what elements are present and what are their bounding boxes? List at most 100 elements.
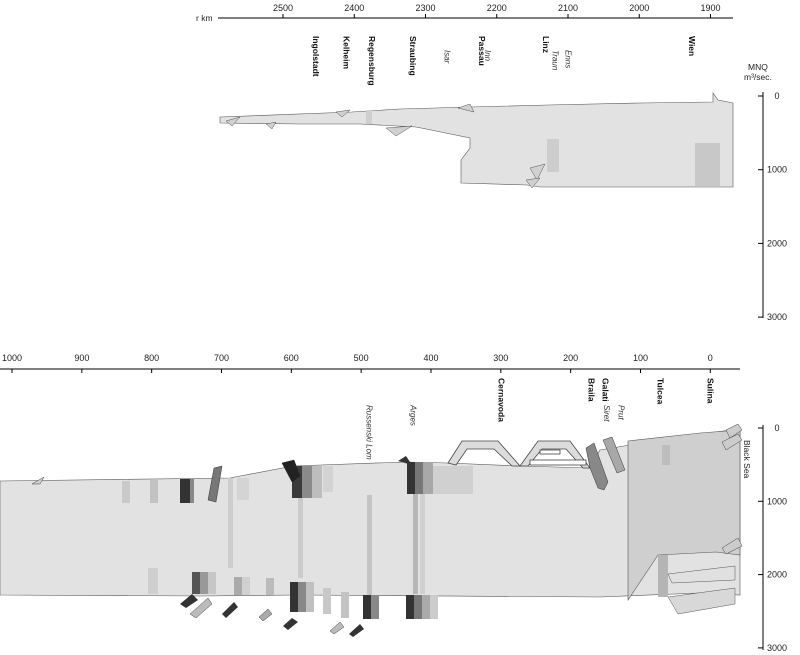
top-y-axis-title-line2: m³/sec. bbox=[744, 72, 772, 82]
bottom-x-tick-label: 0 bbox=[708, 353, 713, 363]
bottom-lower-stripe-4 bbox=[234, 577, 242, 595]
bottom-lower-stripe-2 bbox=[200, 572, 208, 594]
bottom-stripe-16 bbox=[423, 462, 433, 494]
bottom-stripe-10 bbox=[312, 466, 322, 498]
bottom-prut-inflow bbox=[602, 436, 626, 474]
black-sea-label: Black Sea bbox=[742, 440, 752, 479]
bottom-lower-stripe-15 bbox=[414, 595, 422, 619]
bottom-loop-cernavoda bbox=[447, 440, 521, 467]
bottom-siret-inflow bbox=[585, 442, 609, 491]
bottom-lower-stripe-6 bbox=[266, 578, 274, 595]
bottom-x-tick-label: 600 bbox=[284, 353, 299, 363]
top-tributary-label: Inn bbox=[483, 50, 492, 62]
top-y-tick-label: 0 bbox=[774, 91, 779, 101]
bottom-stripe-9 bbox=[302, 466, 312, 498]
bottom-tributary-label: Arges bbox=[409, 404, 418, 426]
bottom-lower-stripe-11 bbox=[341, 592, 349, 618]
top-place-label: Regensburg bbox=[367, 36, 377, 86]
bottom-lower-stripe-7 bbox=[290, 582, 298, 612]
bottom-lower-stripe-3 bbox=[208, 572, 216, 594]
top-y-axis-title-line1: MNQ bbox=[748, 62, 768, 72]
bottom-stripe-3 bbox=[180, 479, 190, 503]
top-place-label: Passau bbox=[477, 36, 487, 66]
top-x-tick-label: 2200 bbox=[487, 3, 507, 13]
bottom-stripe-12 bbox=[298, 498, 303, 578]
top-place-label: Wien bbox=[687, 36, 697, 56]
bottom-place-label: Cernavoda bbox=[497, 378, 507, 422]
bottom-x-tick-label: 400 bbox=[423, 353, 438, 363]
bottom-place-label: Galati bbox=[601, 378, 611, 402]
bottom-flow-band bbox=[0, 423, 743, 637]
bottom-x-tick-label: 200 bbox=[563, 353, 578, 363]
bottom-inflow-arrow-2 bbox=[207, 465, 223, 503]
top-tributary-label: Traun bbox=[551, 50, 560, 71]
bottom-inflow-arrow-4 bbox=[398, 456, 412, 465]
bottom-inflow-arrow-3 bbox=[281, 459, 301, 483]
bottom-place-label: Braila bbox=[587, 378, 597, 402]
bottom-stripe-11 bbox=[323, 466, 333, 492]
bottom-place-label: Tulcea bbox=[656, 378, 666, 405]
bottom-lower-arrow-4 bbox=[258, 608, 273, 622]
top-place-labels: Ingolstadt Kelheim Regensburg Straubing Pass… bbox=[311, 36, 697, 86]
bottom-lower-stripe-10 bbox=[323, 588, 331, 614]
top-x-tick-label: 1900 bbox=[700, 3, 720, 13]
bottom-lower-arrow-8 bbox=[667, 587, 736, 615]
bottom-x-tick-label: 900 bbox=[74, 353, 89, 363]
bottom-lower-arrow-7 bbox=[349, 624, 364, 637]
bottom-stripe-5 bbox=[148, 568, 158, 594]
top-y-tick-label: 3000 bbox=[767, 312, 787, 322]
top-tributary-arrow-3 bbox=[457, 103, 475, 113]
top-place-label: Ingolstadt bbox=[311, 36, 321, 77]
bottom-stripe-20 bbox=[662, 445, 670, 465]
top-tributary-arrow-1 bbox=[335, 109, 351, 118]
bottom-tributary-label: Russenski Lom bbox=[365, 405, 374, 460]
bottom-x-tick-label: 800 bbox=[144, 353, 159, 363]
bottom-lower-stripe-16 bbox=[422, 595, 430, 619]
bottom-stripe-1 bbox=[122, 481, 130, 503]
bottom-lower-stripe-12 bbox=[363, 595, 371, 619]
top-place-label: Straubing bbox=[408, 36, 418, 76]
top-band-stripe-wien bbox=[695, 143, 720, 186]
bottom-y-tick-label: 2000 bbox=[767, 570, 787, 580]
bottom-loop-braila-inner bbox=[529, 459, 587, 466]
top-place-label: Kelheim bbox=[342, 36, 352, 70]
bottom-lower-arrow-3 bbox=[222, 602, 238, 618]
bottom-stripe-15 bbox=[415, 462, 423, 494]
bottom-y-tick-label: 1000 bbox=[767, 496, 787, 506]
bottom-lower-arrow-9 bbox=[667, 565, 736, 584]
top-y-tick-label: 1000 bbox=[767, 165, 787, 175]
top-tributary-arrow-4 bbox=[529, 163, 546, 181]
bottom-x-tick-label: 500 bbox=[354, 353, 369, 363]
bottom-lower-stripe-18 bbox=[658, 555, 668, 597]
top-main-flow-area bbox=[219, 92, 734, 188]
bottom-y-ticks: 0 1000 2000 3000 bbox=[758, 423, 787, 653]
top-x-tick-label: 2100 bbox=[558, 3, 578, 13]
bottom-y-tick-label: 0 bbox=[774, 423, 779, 433]
bottom-tributary-label: Siret bbox=[602, 405, 611, 422]
bottom-lower-stripe-14 bbox=[406, 595, 414, 619]
bottom-outlet-arrow-1 bbox=[725, 423, 743, 439]
bottom-outlet-arrow-3 bbox=[721, 537, 743, 555]
bottom-inflow-arrow-1 bbox=[31, 476, 45, 485]
bottom-y-tick-label: 3000 bbox=[767, 643, 787, 653]
bottom-stripe-17 bbox=[433, 466, 473, 494]
top-tributary-arrow-6 bbox=[225, 116, 241, 127]
bottom-place-labels: Cernavoda Braila Galati Tulcea Sulina bbox=[497, 378, 716, 422]
top-tributary-arrow-2 bbox=[385, 125, 413, 137]
bottom-place-label: Sulina bbox=[705, 378, 715, 404]
bottom-stripe-4 bbox=[190, 479, 194, 503]
top-band-stripe-linz bbox=[547, 139, 559, 172]
bottom-lower-arrow-1 bbox=[180, 594, 198, 608]
bottom-stripe-8 bbox=[292, 466, 302, 498]
top-flow-band bbox=[219, 92, 734, 189]
bottom-lower-stripe-17 bbox=[430, 595, 438, 619]
top-tributary-label: Enns bbox=[563, 50, 572, 68]
top-tributary-label: Isar bbox=[442, 50, 451, 64]
